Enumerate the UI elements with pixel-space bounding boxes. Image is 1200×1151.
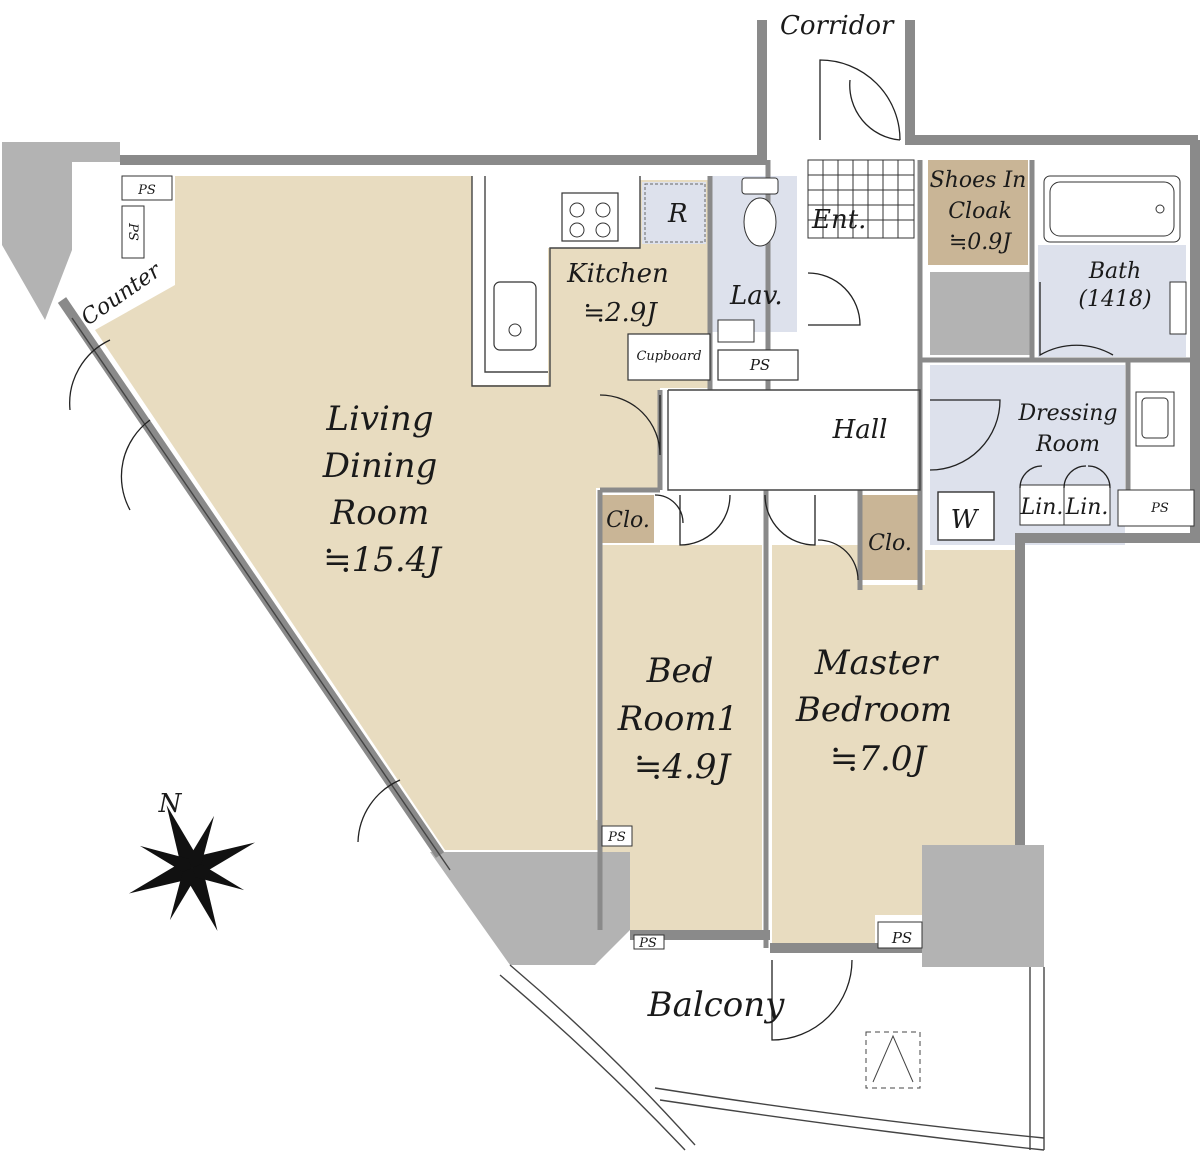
bath-size: (1418): [1078, 287, 1151, 312]
labels: Corridor Ent. Shoes In Cloak ≒0.9J Bath …: [77, 11, 1169, 1025]
bedroom1-label-line2: Room1: [617, 699, 738, 739]
shoes-cloak-label-line2: Cloak: [948, 199, 1012, 224]
kitchen-sink: [493, 281, 537, 351]
hall-label: Hall: [832, 415, 888, 445]
washer-label: W: [951, 505, 980, 535]
master-area: ≒7.0J: [830, 739, 929, 779]
linen-label-1: Lin.: [1020, 495, 1064, 520]
lav-label: Lav.: [729, 281, 783, 311]
entrance-tiles: [807, 159, 915, 239]
ps-box-kitchen: [717, 349, 799, 381]
lav-basin: [717, 319, 755, 343]
cupboard-label: Cupboard: [636, 349, 701, 364]
lav-fixtures: [717, 177, 779, 343]
master-label-line2: Bedroom: [795, 690, 952, 730]
bath-floor: [1038, 245, 1186, 357]
linen-label-2: Lin.: [1065, 495, 1109, 520]
living-area: ≒15.4J: [323, 540, 443, 580]
corridor-right-wall: [905, 20, 1198, 145]
closet-label-bed1: Clo.: [606, 508, 650, 533]
corridor-label: Corridor: [780, 11, 895, 41]
fridge-box: [644, 183, 706, 243]
living-label-line1: Living: [325, 399, 433, 439]
ps-label-nw2: PS: [125, 222, 140, 241]
balcony-unit: [865, 1031, 921, 1089]
compass-north-label: N: [158, 789, 183, 819]
fixture-outlines: [71, 176, 1045, 1151]
ps-boxes: [121, 175, 923, 950]
columns: [2, 142, 1044, 967]
kitchen-label: Kitchen: [566, 259, 669, 289]
toilet-icon: [743, 197, 777, 247]
dressing-label-line2: Room: [1035, 432, 1100, 457]
bath-label: Bath: [1088, 259, 1141, 284]
shaft: [930, 272, 1030, 355]
shoes-cloak-fill: [928, 160, 1028, 265]
kitchen-fixtures: [493, 183, 799, 381]
dressing-label-line1: Dressing: [1017, 401, 1117, 426]
bedroom1-area: ≒4.9J: [634, 747, 733, 787]
closet-master-fill: [862, 495, 918, 580]
washer-box: [937, 491, 995, 541]
fridge-floor: [642, 182, 706, 244]
shoes-cloak-label-line1: Shoes In: [930, 168, 1027, 193]
linen-box-2: [1063, 484, 1111, 526]
kitchen-area: ≒2.9J: [583, 298, 658, 328]
column-south: [430, 852, 630, 965]
compass-icon: [128, 804, 256, 932]
master-label-line1: Master: [814, 643, 939, 683]
balcony-unit-mark: [872, 1034, 914, 1083]
ps-label-nw1: PS: [137, 183, 156, 198]
stove: [561, 192, 619, 242]
column-southeast: [922, 845, 1044, 967]
balcony-label: Balcony: [647, 985, 786, 1025]
east-wall-upper: [1015, 140, 1200, 845]
ps-label-kitchen: PS: [749, 356, 770, 374]
entrance-label: Ent.: [811, 205, 866, 235]
bath-fixtures: [937, 175, 1195, 541]
bedroom1-label-line1: Bed: [646, 651, 714, 691]
ps-label-master: PS: [891, 929, 912, 947]
ps-box-dressing: [1117, 489, 1195, 527]
column-northwest: [2, 142, 120, 320]
closet-label-master: Clo.: [868, 531, 912, 556]
living-label-line3: Room: [330, 493, 430, 533]
closet-bedroom1-fill: [602, 495, 654, 543]
living-dining-floor: [95, 176, 660, 850]
shoes-cloak-area: ≒0.9J: [949, 230, 1012, 255]
ps-label-bed1: PS: [607, 830, 626, 845]
refrigerator-label: R: [667, 199, 688, 229]
bathtub: [1043, 175, 1181, 243]
living-label-line2: Dining: [322, 446, 438, 486]
cupboard-box: [627, 333, 711, 381]
north-wall: [120, 20, 767, 165]
ps-label-dressing: PS: [1150, 501, 1169, 516]
doors: [69, 59, 1114, 1041]
ps-label-bed1-south: PS: [638, 936, 657, 951]
